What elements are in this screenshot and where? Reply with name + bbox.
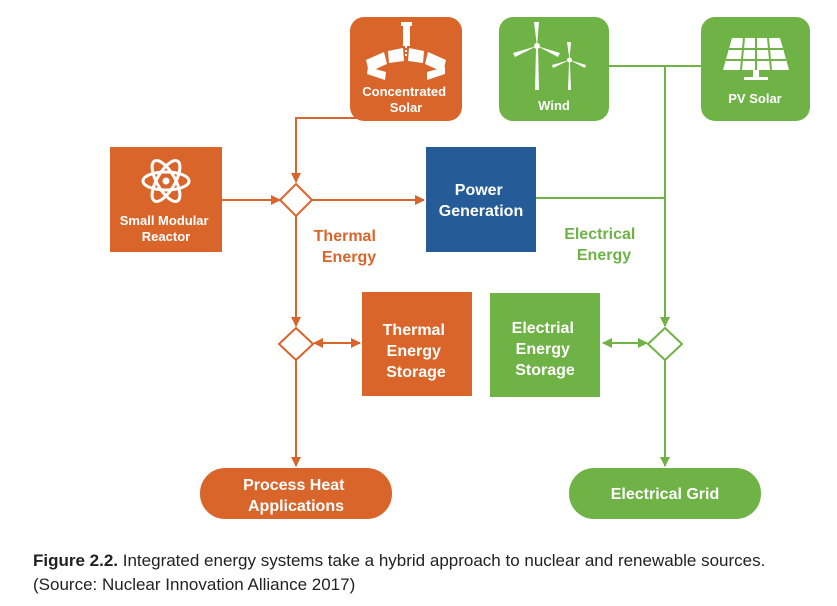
- caption-source: (Source: Nuclear Innovation Alliance 201…: [33, 575, 356, 594]
- reactor-label-line1: Small Modular: [120, 213, 209, 228]
- thermal-distribution-junction: [277, 326, 315, 362]
- atom-icon: [141, 159, 191, 203]
- thermal-energy-storage-label: Thermal Energy Storage: [383, 322, 450, 381]
- reactor-label-line2: Reactor: [142, 229, 190, 244]
- electrical-energy-storage-node: Electrial Energy Storage: [490, 293, 600, 397]
- thermal-storage-label-line2: Energy: [387, 343, 441, 360]
- concentrated-solar-node: Concentrated Solar: [350, 17, 462, 121]
- process-heat-applications-node: Process Heat Applications: [200, 468, 392, 519]
- thermal-energy-label-line1: Thermal: [314, 228, 376, 245]
- electrical-storage-label-line2: Energy: [516, 341, 570, 358]
- thermal-energy-storage-node: Thermal Energy Storage: [362, 292, 472, 396]
- wind-label: Wind: [538, 98, 570, 113]
- power-generation-label: Power Generation: [439, 182, 523, 220]
- electrical-distribution-junction: [646, 326, 684, 362]
- figure-caption: Figure 2.2. Integrated energy systems ta…: [33, 549, 833, 597]
- wind-turbine-icon: [513, 22, 586, 90]
- wind-node: Wind: [499, 17, 609, 121]
- concentrated-solar-icon: [366, 22, 446, 80]
- pv-solar-node: PV Solar: [701, 17, 810, 121]
- power-generation-label-line1: Power: [455, 182, 503, 199]
- thermal-storage-label-line1: Thermal: [383, 322, 445, 339]
- electrical-energy-label-line1: Electrical: [564, 226, 635, 243]
- connector-csp-to-junction: [291, 114, 407, 183]
- electrical-grid-node: Electrical Grid: [569, 468, 761, 519]
- thermal-energy-label-line2: Energy: [322, 249, 376, 266]
- concentrated-solar-label-line1: Concentrated: [362, 84, 446, 99]
- concentrated-solar-label: Concentrated Solar: [362, 84, 449, 115]
- pv-solar-label: PV Solar: [728, 91, 781, 106]
- electrical-energy-label: Electrical Energy: [564, 226, 640, 264]
- thermal-input-junction: [278, 182, 314, 218]
- process-heat-label-line1: Process Heat: [243, 477, 345, 494]
- electrical-storage-label-line1: Electrial: [512, 320, 574, 337]
- electrical-grid-label: Electrical Grid: [611, 486, 720, 503]
- small-modular-reactor-node: Small Modular Reactor: [110, 147, 222, 252]
- electrical-storage-label-line3: Storage: [515, 362, 575, 379]
- power-generation-label-line2: Generation: [439, 203, 523, 220]
- power-generation-node: Power Generation: [426, 147, 536, 252]
- electrical-energy-label-line2: Energy: [577, 247, 631, 264]
- caption-text: Integrated energy systems take a hybrid …: [118, 551, 766, 570]
- thermal-energy-label: Thermal Energy: [314, 228, 381, 266]
- concentrated-solar-label-line2: Solar: [390, 100, 423, 115]
- thermal-storage-label-line3: Storage: [386, 364, 446, 381]
- caption-line-1: Figure 2.2. Integrated energy systems ta…: [33, 549, 833, 573]
- figure-number: Figure 2.2.: [33, 551, 119, 570]
- solar-panel-icon: [723, 37, 789, 80]
- process-heat-applications-label: Process Heat Applications: [243, 477, 349, 515]
- process-heat-label-line2: Applications: [248, 498, 344, 515]
- small-modular-reactor-label: Small Modular Reactor: [120, 213, 212, 244]
- connectors: [222, 65, 701, 467]
- electrical-energy-storage-label: Electrial Energy Storage: [512, 320, 579, 379]
